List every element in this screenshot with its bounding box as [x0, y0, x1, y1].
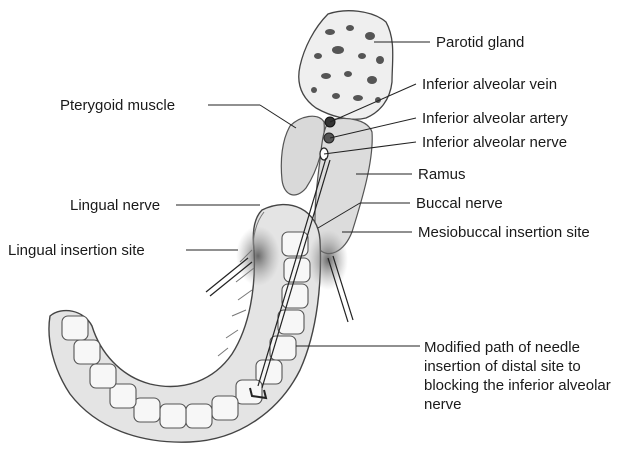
parotid-gland-shape	[299, 11, 393, 120]
label-mesiobuccal-insertion-site: Mesiobuccal insertion site	[418, 224, 590, 242]
label-pterygoid-muscle: Pterygoid muscle	[60, 97, 175, 115]
inferior-alveolar-artery-dot	[324, 133, 334, 143]
label-inferior-alveolar-artery: Inferior alveolar artery	[422, 110, 568, 128]
label-inferior-alveolar-vein: Inferior alveolar vein	[422, 76, 557, 94]
label-modified-path: Modified path of needle insertion of dis…	[424, 338, 639, 414]
label-lingual-nerve: Lingual nerve	[70, 197, 160, 215]
label-lingual-insertion-site: Lingual insertion site	[8, 242, 145, 260]
label-inferior-alveolar-nerve: Inferior alveolar nerve	[422, 134, 567, 152]
label-parotid-gland: Parotid gland	[436, 34, 524, 52]
lingual-site-shading	[236, 226, 280, 286]
label-ramus: Ramus	[418, 166, 466, 184]
label-buccal-nerve: Buccal nerve	[416, 195, 503, 213]
